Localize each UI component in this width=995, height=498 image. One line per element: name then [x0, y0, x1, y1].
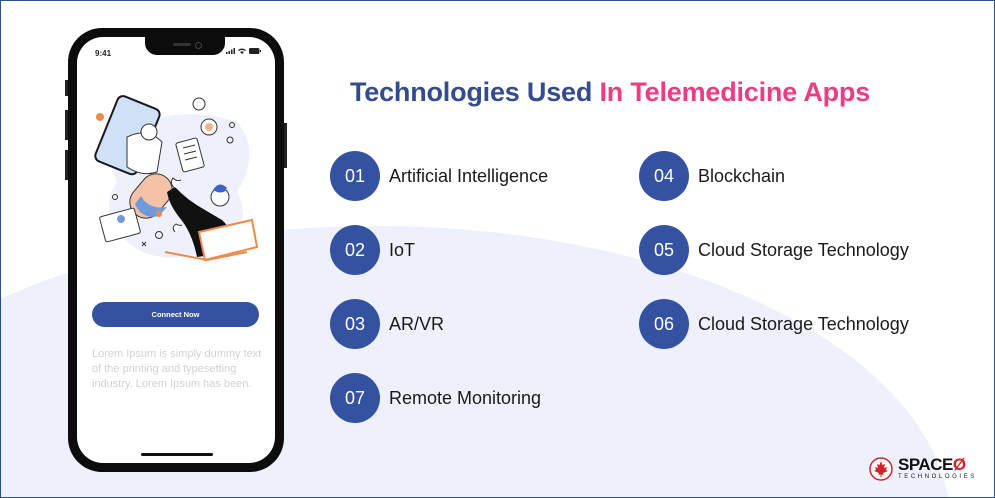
telemedicine-illustration: [94, 95, 259, 262]
list-item: 05 Cloud Storage Technology: [639, 225, 909, 275]
phone-body-text: Lorem Ipsum is simply dummy text of the …: [92, 348, 262, 390]
list-item: 02 IoT: [330, 225, 415, 275]
list-item: 03 AR/VR: [330, 299, 444, 349]
phone-volume-down: [65, 150, 68, 180]
phone-power-button: [284, 123, 287, 168]
item-label: AR/VR: [389, 313, 445, 334]
logo-wordmark: SPACEØ: [898, 455, 966, 474]
logo-subtitle: TECHNOLOGIES: [898, 474, 977, 480]
item-number-badge: 05: [639, 225, 689, 275]
item-label: Cloud Storage Technology: [698, 239, 909, 260]
list-item: 07 Remote Monitoring: [330, 373, 541, 423]
phone-screen: 9:41: [77, 37, 275, 463]
item-label: Remote Monitoring: [389, 387, 542, 408]
wifi-icon: [238, 48, 246, 54]
phone-mute-switch: [65, 80, 68, 96]
item-label: Cloud Storage Technology: [698, 313, 909, 334]
home-indicator: [141, 453, 213, 456]
signal-icon: [226, 48, 235, 54]
title-part-pink: In Telemedicine Apps: [599, 77, 871, 107]
item-number-badge: 07: [330, 373, 380, 423]
item-label: IoT: [389, 239, 416, 260]
battery-icon: [249, 48, 261, 54]
list-item: 01 Artificial Intelligence: [330, 151, 548, 201]
company-logo: SPACEØ TECHNOLOGIES: [869, 455, 977, 481]
maple-leaf-icon: [869, 457, 893, 481]
item-number-badge: 04: [639, 151, 689, 201]
phone-notch: [145, 37, 225, 55]
item-number-badge: 03: [330, 299, 380, 349]
item-number-badge: 02: [330, 225, 380, 275]
item-number-badge: 01: [330, 151, 380, 201]
phone-volume-up: [65, 110, 68, 140]
item-label: Blockchain: [698, 165, 786, 186]
connect-now-button[interactable]: Connect Now: [92, 302, 259, 327]
list-item: 04 Blockchain: [639, 151, 785, 201]
phone-mockup: 9:41: [65, 28, 287, 472]
page-title: Technologies Used In Telemedicine Apps: [350, 77, 870, 108]
status-time: 9:41: [95, 49, 112, 58]
item-label: Artificial Intelligence: [389, 165, 549, 186]
item-number-badge: 06: [639, 299, 689, 349]
list-item: 06 Cloud Storage Technology: [639, 299, 909, 349]
title-part-blue: Technologies Used: [350, 77, 593, 107]
status-bar-icons: [226, 48, 261, 54]
